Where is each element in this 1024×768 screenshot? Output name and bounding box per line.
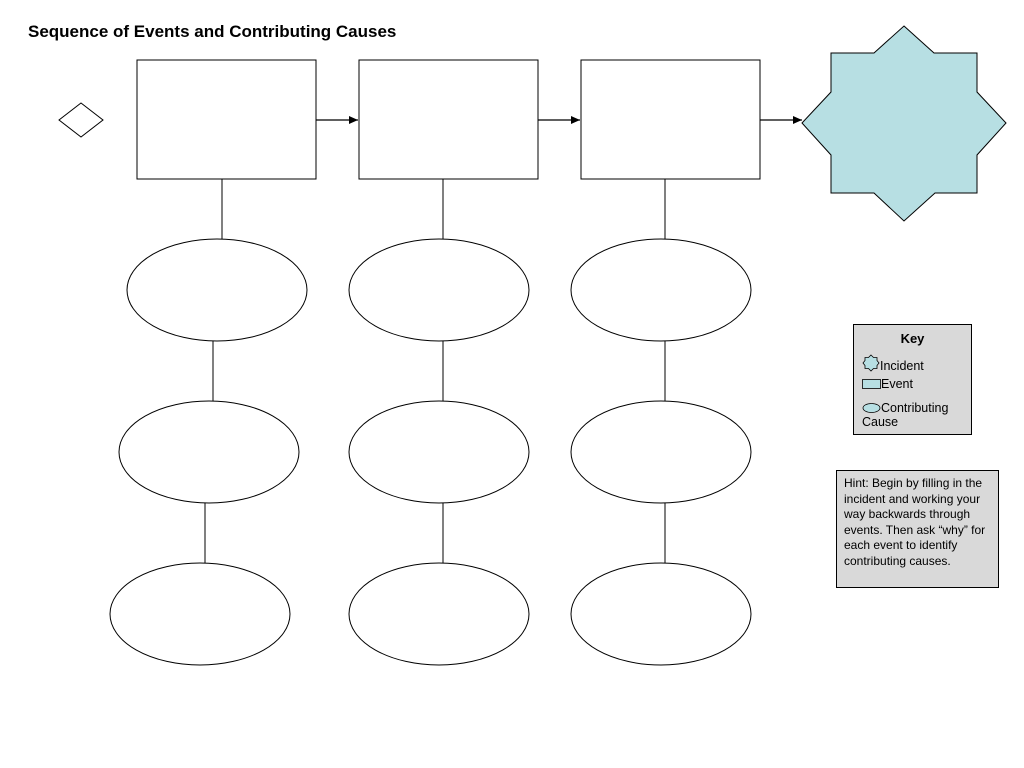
key-item-contributing-cause: Contributing Cause bbox=[862, 401, 970, 429]
cause-ellipse-1-3[interactable] bbox=[109, 562, 291, 666]
rectangle-icon bbox=[862, 379, 881, 389]
page-title: Sequence of Events and Contributing Caus… bbox=[28, 22, 397, 41]
cause-ellipse-2-1[interactable] bbox=[348, 238, 530, 342]
star-icon bbox=[862, 354, 880, 372]
key-panel: Key Incident Event Contributing Cause bbox=[853, 324, 972, 435]
cause-ellipse-1-2[interactable] bbox=[118, 400, 300, 504]
connector-lines bbox=[204, 179, 666, 563]
hint-panel: Hint: Begin by filling in the incident a… bbox=[836, 470, 999, 588]
event-box-1[interactable] bbox=[136, 59, 317, 180]
cause-ellipse-3-2[interactable] bbox=[570, 400, 752, 504]
key-item-incident: Incident bbox=[862, 354, 924, 373]
key-title: Key bbox=[900, 331, 925, 346]
key-item-event: Event bbox=[862, 377, 913, 391]
key-item-label: Contributing Cause bbox=[862, 401, 949, 429]
cause-ellipse-3-3[interactable] bbox=[570, 562, 752, 666]
cause-ellipse-2-3[interactable] bbox=[348, 562, 530, 666]
key-item-label: Event bbox=[881, 377, 913, 391]
start-diamond bbox=[58, 102, 104, 138]
cause-ellipse-2-2[interactable] bbox=[348, 400, 530, 504]
event-box-2[interactable] bbox=[358, 59, 539, 180]
ellipse-icon bbox=[862, 403, 881, 413]
cause-ellipse-1-1[interactable] bbox=[126, 238, 308, 342]
incident-star[interactable] bbox=[801, 25, 1007, 222]
cause-ellipse-3-1[interactable] bbox=[570, 238, 752, 342]
event-box-3[interactable] bbox=[580, 59, 761, 180]
key-item-label: Incident bbox=[880, 359, 924, 373]
